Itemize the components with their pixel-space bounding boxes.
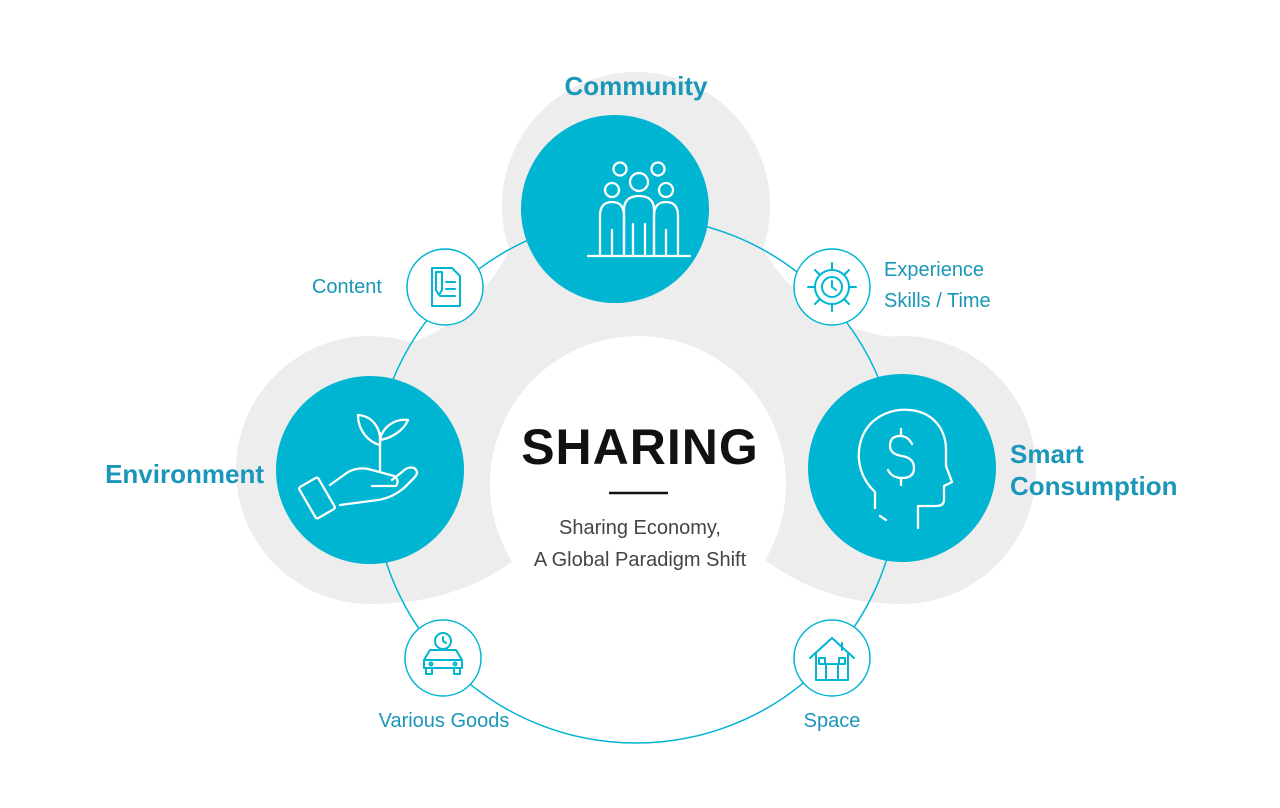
hand-sprout-icon [298, 413, 419, 520]
space-label: Space [803, 710, 861, 732]
various-goods-label: Various Goods [378, 710, 510, 732]
smart-consumption-label-line1: Smart [1010, 439, 1084, 469]
experience-label: Experience Skills / Time [884, 255, 1084, 317]
center-circle [490, 336, 786, 632]
center-subtitle-line1: Sharing Economy, [559, 517, 721, 539]
experience-node [793, 248, 871, 326]
car-clock-icon [423, 632, 463, 675]
gear-clock-icon [807, 262, 857, 312]
content-node [406, 248, 484, 326]
smart-consumption-label: Smart Consumption [1010, 438, 1230, 502]
environment-label: Environment [105, 459, 264, 489]
experience-label-line2: Skills / Time [884, 290, 991, 312]
head-dollar-icon [857, 408, 954, 530]
smart-consumption-node [808, 374, 996, 562]
space-node [793, 619, 871, 697]
smart-consumption-label-line2: Consumption [1010, 471, 1178, 501]
document-pen-icon [431, 267, 461, 307]
people-group-icon [586, 161, 692, 258]
community-label: Community [564, 71, 708, 101]
center-subtitle: Sharing Economy, A Global Paradigm Shift [440, 512, 840, 576]
community-node [521, 115, 709, 303]
content-label: Content [311, 276, 382, 298]
center-title: SHARING [521, 419, 759, 475]
house-icon [809, 637, 855, 681]
experience-label-line1: Experience [884, 259, 985, 281]
center-subtitle-line2: A Global Paradigm Shift [533, 549, 747, 571]
environment-node [276, 376, 464, 564]
various-goods-node [404, 619, 482, 697]
